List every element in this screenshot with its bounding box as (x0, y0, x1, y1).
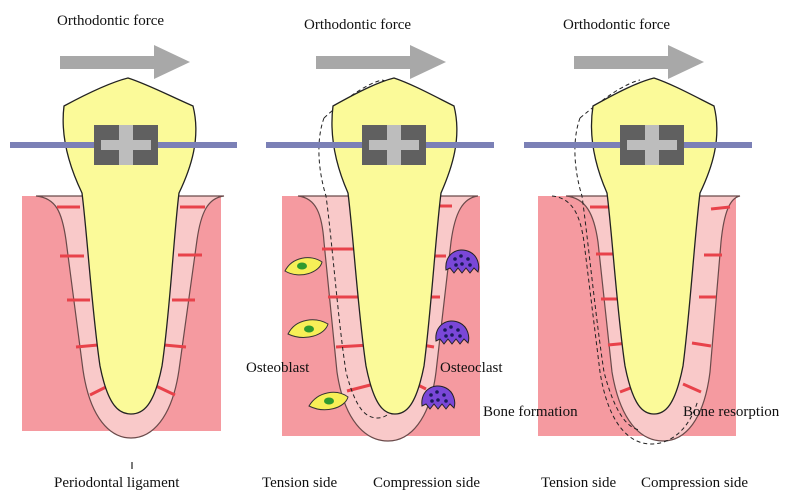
panel-initial: Orthodontic force Periodontal ligament (10, 13, 237, 491)
panel-3-title: Orthodontic force (563, 17, 670, 33)
compression-side-label: Compression side (641, 475, 748, 491)
osteoblast-label: Osteoblast (246, 360, 310, 376)
compression-side-label: Compression side (373, 475, 480, 491)
tension-side-label: Tension side (262, 475, 338, 491)
tension-side-label: Tension side (541, 475, 617, 491)
bracket-icon (362, 125, 426, 165)
panel-remodeling: Orthodontic force Bone formation Bone re… (483, 17, 780, 491)
panel-2-title: Orthodontic force (304, 17, 411, 33)
osteoclast-label: Osteoclast (440, 360, 503, 376)
bone-resorption-label: Bone resorption (683, 404, 780, 420)
force-arrow-icon (316, 45, 446, 79)
panel-1-title: Orthodontic force (57, 13, 164, 29)
force-arrow-icon (60, 45, 190, 79)
panel-cells: Orthodontic force (246, 17, 503, 491)
periodontal-ligament-label: Periodontal ligament (54, 475, 180, 491)
force-arrow-icon (574, 45, 704, 79)
bracket-icon (620, 125, 684, 165)
bone-formation-label: Bone formation (483, 404, 578, 420)
bracket-icon (94, 125, 158, 165)
